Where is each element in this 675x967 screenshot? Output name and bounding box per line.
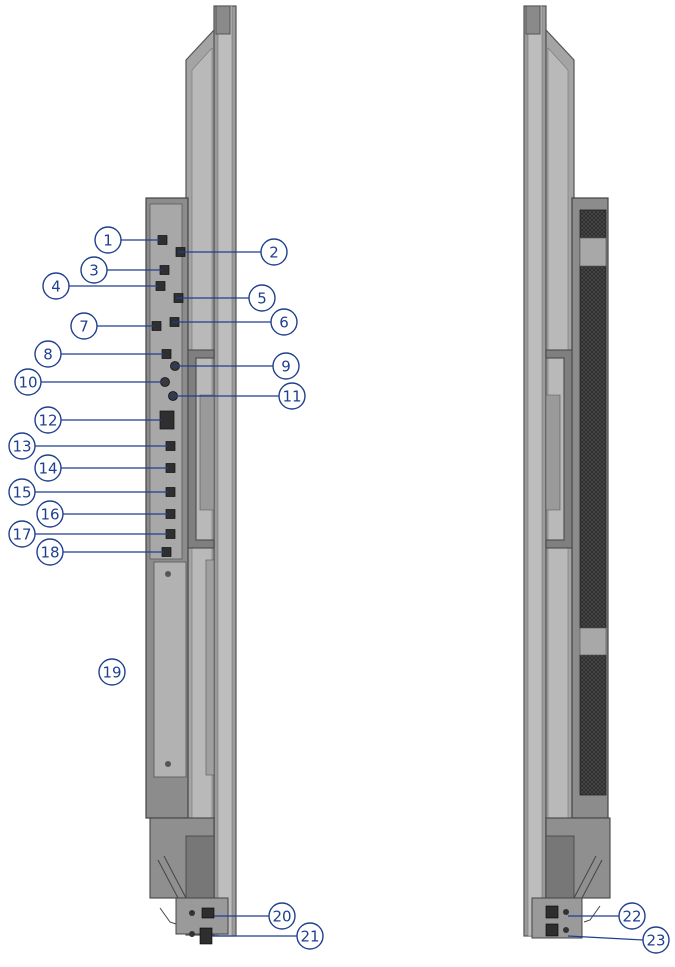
port-icon [563,909,569,915]
callout-number: 21 [300,928,319,946]
callout-number: 20 [272,908,291,926]
callout-circle [272,352,300,380]
callout-number: 7 [79,318,89,336]
callout-circle [270,308,298,336]
callout-circle [42,272,70,300]
callout-7: 7 [70,312,154,340]
callout-1: 1 [94,226,160,254]
callout-number: 10 [18,374,37,392]
callout-21: 21 [212,922,324,950]
callout-circle [70,312,98,340]
callout-circle [98,658,126,686]
port-icon [201,907,215,919]
callout-circle [268,902,296,930]
callout-5: 5 [176,284,276,312]
callout-circle [36,500,64,528]
callout-circle [36,538,64,566]
callout-10: 10 [14,368,162,396]
left-side-view [145,5,237,945]
left-mount-bracket [187,349,215,549]
callout-circle [80,256,108,284]
callout-6: 6 [172,308,298,336]
callout-13: 13 [8,432,168,460]
callout-number: 19 [102,664,121,682]
callout-number: 8 [43,346,53,364]
callout-number: 2 [269,244,279,262]
callout-number: 9 [281,358,291,376]
callout-circle [34,406,62,434]
callout-number: 23 [646,932,665,950]
callout-17: 17 [8,520,168,548]
callout-circle [8,520,36,548]
callout-circle [248,284,276,312]
callout-number: 1 [103,232,113,250]
right-mount-bracket [545,349,573,549]
right-side-view [523,5,611,939]
callout-16: 16 [36,500,168,528]
callout-number: 11 [282,388,301,406]
callout-circle [278,382,306,410]
callout-2: 2 [178,238,288,266]
speaker-grille-upper [579,209,607,629]
callout-14: 14 [34,454,168,482]
callout-12: 12 [34,406,162,434]
callout-circle [34,340,62,368]
port-icon [545,905,559,919]
port-icon [159,410,175,430]
callout-4: 4 [42,272,158,300]
port-icon [189,910,195,916]
callout-11: 11 [170,382,306,410]
callout-8: 8 [34,340,164,368]
callout-circle [618,902,646,930]
callout-circle [8,478,36,506]
callout-number: 18 [40,544,59,562]
port-icon [189,931,195,937]
callout-circle [14,368,42,396]
callout-number: 3 [89,262,99,280]
callout-leader-line [567,935,644,941]
callout-3: 3 [80,256,162,284]
callout-23: 23 [567,926,670,954]
callout-circle [8,432,36,460]
port-icon [545,923,559,937]
callout-number: 13 [12,438,31,456]
callout-number: 4 [51,278,61,296]
callout-number: 15 [12,484,31,502]
port-icon [199,927,213,945]
callout-19: 19 [98,658,126,686]
speaker-grille-lower [579,654,607,796]
port-icon [563,927,569,933]
callout-18: 18 [36,538,164,566]
callout-number: 17 [12,526,31,544]
callout-15: 15 [8,478,168,506]
callout-circle [642,926,670,954]
callout-number: 14 [38,460,57,478]
callout-circle [94,226,122,254]
callout-22: 22 [568,902,646,930]
callout-circle [260,238,288,266]
callout-20: 20 [214,902,296,930]
callout-number: 16 [40,506,59,524]
callout-number: 5 [257,290,267,308]
callout-circle [296,922,324,950]
callout-number: 22 [622,908,641,926]
callout-9: 9 [172,352,300,380]
callout-number: 12 [38,412,57,430]
callout-circle [34,454,62,482]
callout-number: 6 [279,314,289,332]
left-cover-plate [153,561,187,778]
